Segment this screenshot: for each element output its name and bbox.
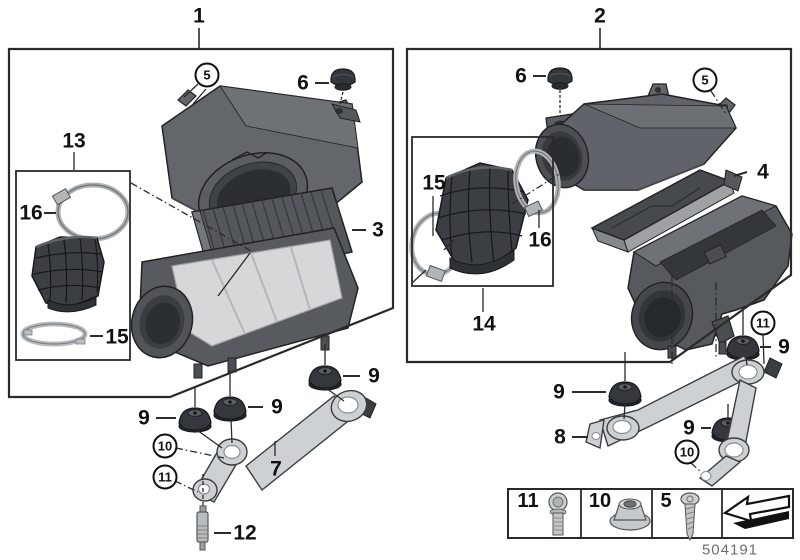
- callout-14[interactable]: 14: [472, 312, 496, 336]
- lower-housing: [130, 227, 359, 379]
- callout-9[interactable]: 9: [778, 335, 790, 359]
- rubber-mount: [178, 407, 212, 433]
- rubber-mount: [213, 396, 247, 422]
- support-bracket-8: [585, 355, 783, 487]
- callout-13[interactable]: 13: [62, 129, 86, 153]
- callout-16[interactable]: 16: [528, 228, 552, 252]
- callout-7[interactable]: 7: [270, 457, 282, 481]
- callout-9[interactable]: 9: [683, 416, 695, 440]
- legend-item-11[interactable]: 11: [517, 490, 539, 512]
- callout-16[interactable]: 16: [19, 201, 43, 225]
- callout-2[interactable]: 2: [594, 4, 606, 28]
- hose-clamp-16: [513, 148, 561, 218]
- callout-6[interactable]: 6: [297, 71, 309, 95]
- frame-boxes: [7, 47, 793, 399]
- rubber-grommet: [330, 68, 356, 91]
- callout-4[interactable]: 4: [757, 160, 769, 184]
- legend-item-10[interactable]: 10: [588, 490, 612, 512]
- page-turn-arrow-icon[interactable]: [722, 494, 791, 529]
- assembly-1-box: [7, 47, 395, 399]
- callout-1[interactable]: 1: [193, 4, 205, 28]
- callout-10-circled[interactable]: 10: [152, 433, 178, 459]
- leader-lines: [44, 28, 771, 534]
- sub-box-14: [411, 136, 554, 287]
- callout-9[interactable]: 9: [271, 395, 283, 419]
- callout-5-circled[interactable]: 5: [692, 67, 718, 93]
- callout-5-circled[interactable]: 5: [194, 62, 220, 88]
- legend-table: [507, 488, 794, 542]
- callout-11-circled[interactable]: 11: [750, 310, 776, 336]
- callout-6[interactable]: 6: [515, 64, 527, 88]
- rubber-intake-boot: [435, 162, 529, 275]
- assembly-2-box: [405, 47, 793, 364]
- callout-9[interactable]: 9: [368, 364, 380, 388]
- callout-15[interactable]: 15: [105, 325, 129, 349]
- rubber-mount: [308, 365, 342, 391]
- filter-element: [590, 169, 743, 253]
- drawing-number: 504191: [701, 541, 759, 559]
- legend-item-5[interactable]: 5: [660, 490, 672, 512]
- callout-8[interactable]: 8: [554, 425, 566, 449]
- callout-11-circled[interactable]: 11: [152, 464, 178, 490]
- tapping-screw-icon: [680, 492, 700, 542]
- callout-12[interactable]: 12: [233, 521, 257, 545]
- assembly-1-artwork: [20, 68, 377, 551]
- callout-10-circled[interactable]: 10: [674, 439, 700, 465]
- torx-bolt-icon: [548, 492, 568, 536]
- callout-15[interactable]: 15: [422, 171, 446, 195]
- rubber-grommet: [547, 67, 573, 90]
- rubber-intake-boot: [31, 235, 105, 313]
- flange-nut-icon: [609, 498, 651, 531]
- stud-bolt-12: [196, 505, 209, 551]
- callout-3[interactable]: 3: [372, 218, 384, 242]
- callout-9[interactable]: 9: [553, 380, 565, 404]
- hose-clamp-large: [51, 182, 131, 242]
- sub-box-13: [15, 170, 131, 361]
- assembly-2-artwork: [409, 67, 793, 487]
- callout-9[interactable]: 9: [138, 406, 150, 430]
- gasket-ring: [20, 321, 88, 347]
- intake-duct-cover: [534, 83, 737, 191]
- rubber-mount: [608, 381, 642, 407]
